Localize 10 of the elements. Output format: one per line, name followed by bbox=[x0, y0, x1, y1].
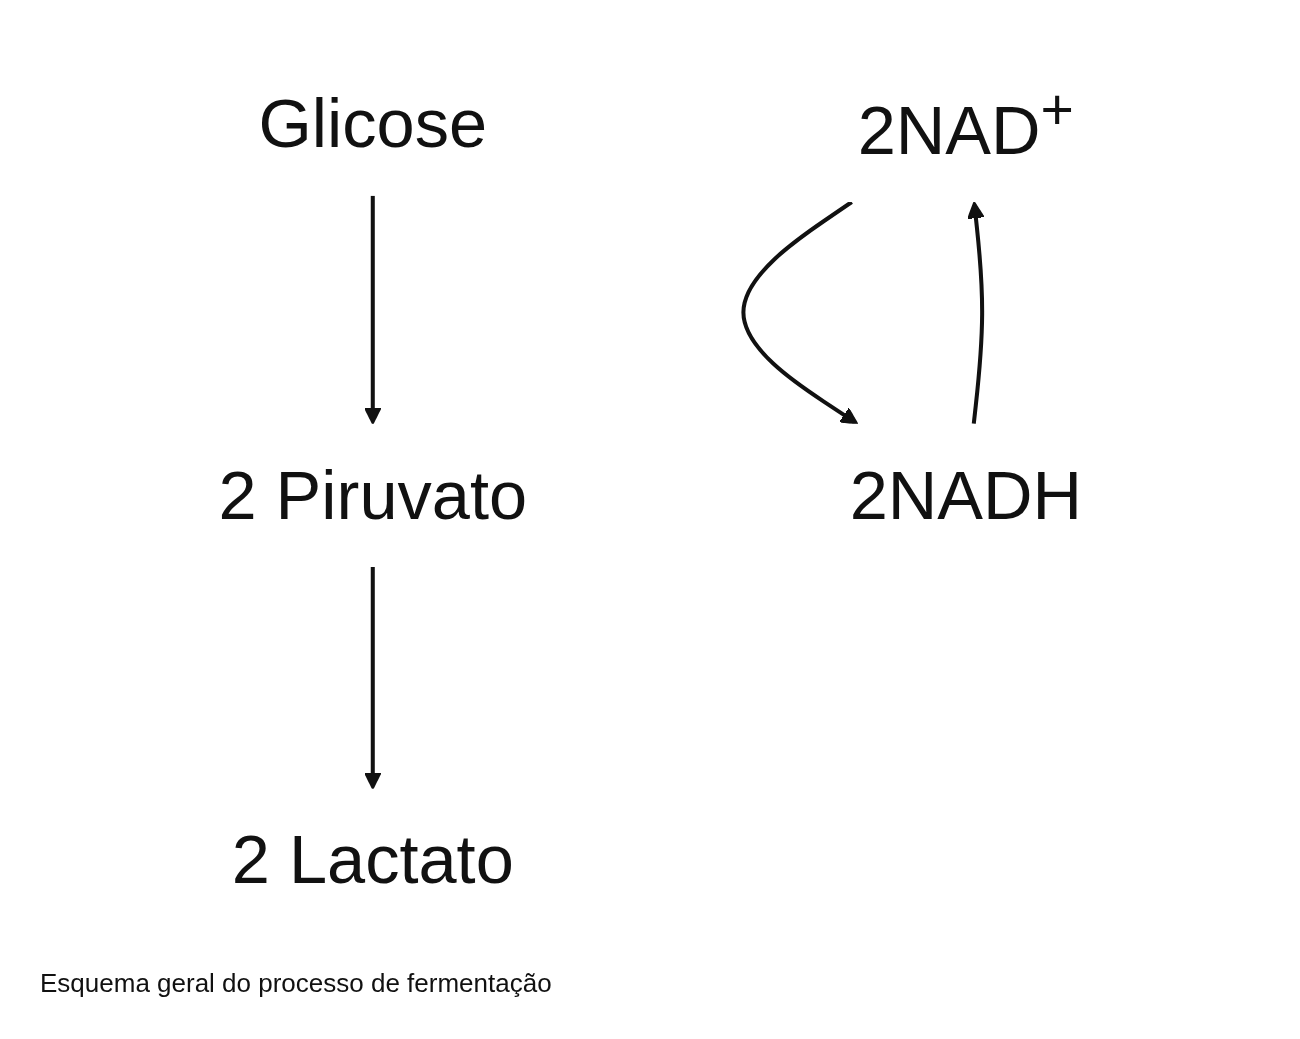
arrow bbox=[741, 200, 858, 425]
node-text: 2 Piruvato bbox=[218, 456, 527, 533]
arrow bbox=[363, 566, 382, 790]
node-text: 2NAD$^{+}$ bbox=[857, 76, 1074, 168]
caption: Esquema geral do processo de fermentação bbox=[40, 968, 552, 999]
node-text: Glicose bbox=[258, 84, 487, 162]
node-text: 2 Lactato bbox=[231, 820, 514, 898]
node-text: 2NADH bbox=[849, 456, 1082, 533]
arrow bbox=[966, 201, 985, 425]
arrow bbox=[363, 195, 382, 425]
